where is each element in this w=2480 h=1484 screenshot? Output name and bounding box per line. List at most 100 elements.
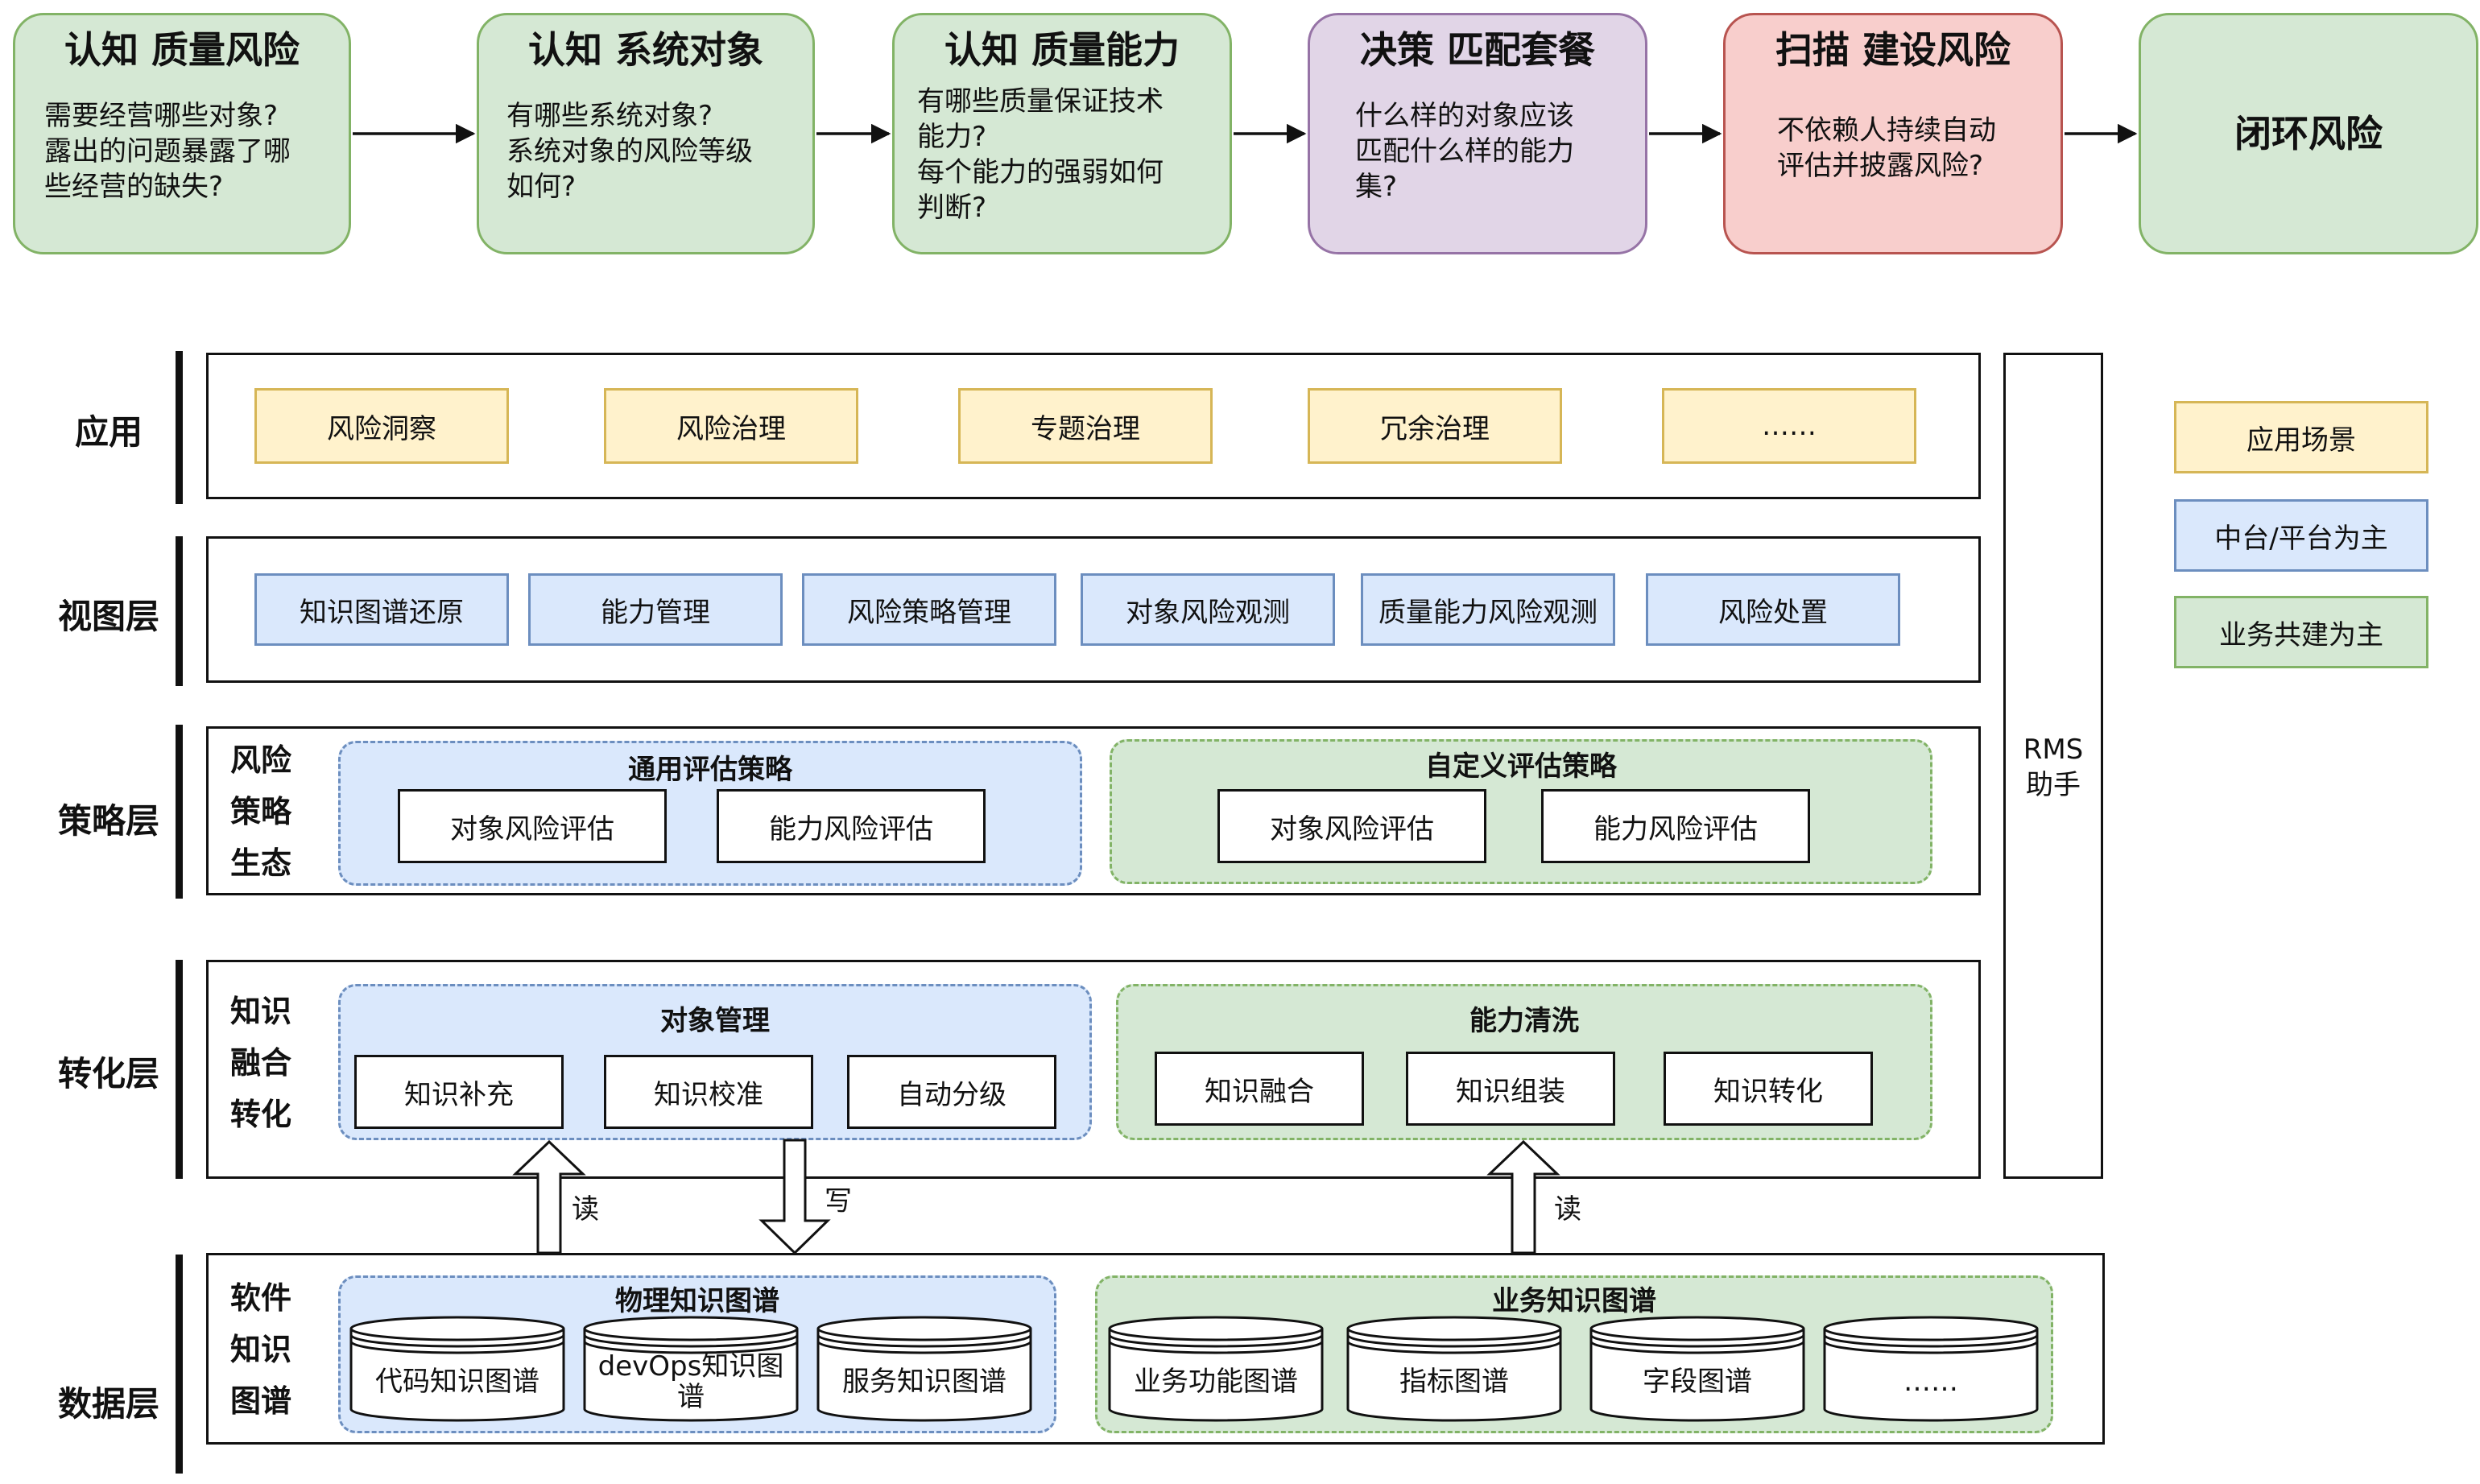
cylinder-field-kg [1589,1316,1805,1422]
side-label-line: 风险 [230,742,292,778]
flow-step-title: 认知 质量能力 [944,28,1180,72]
physical-kg-title: 物理知识图谱 [615,1285,779,1317]
strategy-side-label: 风险 策略 生态 [230,734,291,889]
flow-step-title: 扫描 建设风险 [1775,28,2011,72]
layer-label-app: 应用 [74,412,143,452]
legend-platform: 中台/平台为主 [2174,499,2428,572]
side-label-line: 生态 [230,845,292,881]
view-item-5: 质量能力风险观测 [1361,573,1615,646]
app-item-2: 风险治理 [604,388,858,464]
general-capability-risk-eval: 能力风险评估 [717,789,986,863]
flow-step-title: 闭环风险 [2234,111,2383,155]
flow-arrows [353,123,2138,144]
data-cylinders [349,1316,2039,1422]
view-item-4: 对象风险观测 [1081,573,1335,646]
side-label-line: 软件 [230,1280,292,1316]
flow-step-body: 不依赖人持续自动评估并披露风险? [1726,113,2060,184]
layer-bar-transform [176,960,183,1179]
auto-grading: 自动分级 [847,1055,1056,1129]
text-line: RMS [2023,734,2084,766]
flow-step-2: 认知 系统对象 有哪些系统对象?系统对象的风险等级如何? [477,13,815,254]
write-arrow [758,1139,831,1255]
text-line: 判断? [917,191,987,224]
object-management-title: 对象管理 [660,1005,770,1037]
text-line: 不依赖人持续自动 [1777,114,1996,147]
app-item-1: 风险洞察 [254,388,509,464]
flow-step-body: 需要经营哪些对象?露出的问题暴露了哪些经营的缺失? [15,98,349,205]
text-line: 每个能力的强弱如何 [917,155,1164,188]
text-line: 能力? [917,120,987,153]
text-line: 集? [1355,170,1398,203]
cylinder-metric-kg [1346,1316,1562,1422]
text-line: 谱 [677,1381,705,1413]
cylinder-more [1823,1316,2039,1422]
flow-step-body: 什么样的对象应该匹配什么样的能力集? [1310,98,1645,205]
side-label-line: 策略 [230,794,292,829]
flow-step-4: 决策 匹配套餐 什么样的对象应该匹配什么样的能力集? [1308,13,1647,254]
db-label-field-kg: 字段图谱 [1643,1366,1752,1398]
text-line: 评估并披露风险? [1777,149,1984,182]
layer-label-data: 数据层 [57,1384,159,1424]
side-label-line: 图谱 [230,1383,292,1419]
business-kg-title: 业务知识图谱 [1492,1285,1656,1317]
text-line: 助手 [2026,769,2081,801]
side-label-line: 知识 [230,1332,292,1367]
flow-step-body: 有哪些系统对象?系统对象的风险等级如何? [479,98,812,205]
view-item-6: 风险处置 [1646,573,1900,646]
read-arrow-2 [1486,1139,1560,1255]
flow-step-3: 认知 质量能力 有哪些质量保证技术能力?每个能力的强弱如何判断? [892,13,1232,254]
layer-bar-app [176,351,183,504]
flow-step-5: 扫描 建设风险 不依赖人持续自动评估并披露风险? [1723,13,2063,254]
layer-bar-view [176,536,183,686]
side-label-line: 知识 [230,994,292,1029]
read-write-arrows [512,1139,1560,1255]
db-label-service-kg: 服务知识图谱 [842,1366,1006,1398]
layer-label-strategy: 策略层 [57,801,159,841]
knowledge-fusion: 知识融合 [1155,1052,1364,1126]
side-label-line: 融合 [230,1045,292,1081]
text-line: 匹配什么样的能力 [1355,134,1574,167]
flow-step-6: 闭环风险 [2139,13,2478,254]
cylinder-devops-kg [583,1316,799,1422]
general-object-risk-eval: 对象风险评估 [398,789,667,863]
text-line: 些经营的缺失? [44,170,224,203]
cylinder-service-kg [816,1316,1032,1422]
read-label-1: 读 [572,1193,599,1226]
legend-business: 业务共建为主 [2174,596,2428,668]
view-item-1: 知识图谱还原 [254,573,509,646]
legend-app-scenario: 应用场景 [2174,401,2428,473]
flow-step-title: 认知 系统对象 [527,28,763,72]
layer-bar-data [176,1255,183,1474]
side-label-line: 转化 [230,1097,292,1132]
db-label-more: …… [1903,1366,1958,1398]
text-line: 系统对象的风险等级 [506,134,753,167]
knowledge-conversion: 知识转化 [1664,1052,1873,1126]
text-line: 需要经营哪些对象? [44,99,279,132]
custom-object-risk-eval: 对象风险评估 [1217,789,1486,863]
app-item-3: 专题治理 [958,388,1213,464]
custom-strategy-title: 自定义评估策略 [1425,750,1617,783]
data-side-label: 软件 知识 图谱 [230,1272,291,1427]
read-label-2: 读 [1554,1193,1581,1226]
text-line: 什么样的对象应该 [1355,99,1574,132]
db-label-metric-kg: 指标图谱 [1399,1366,1509,1398]
text-line: 有哪些系统对象? [506,99,713,132]
read-arrow-1 [512,1139,586,1255]
knowledge-assembly: 知识组装 [1406,1052,1615,1126]
layer-bar-strategy [176,725,183,899]
text-line: 有哪些质量保证技术 [917,85,1164,118]
view-item-3: 风险策略管理 [802,573,1056,646]
flow-step-body: 有哪些质量保证技术能力?每个能力的强弱如何判断? [895,84,1230,225]
db-label-business-func-kg: 业务功能图谱 [1134,1366,1298,1398]
knowledge-calibration: 知识校准 [604,1055,813,1129]
layer-label-transform: 转化层 [57,1054,159,1093]
text-line: 如何? [506,170,577,203]
layer-label-view: 视图层 [57,597,159,636]
cylinder-code-kg [349,1316,565,1422]
app-item-4: 冗余治理 [1308,388,1562,464]
db-label-devops-kg: devOps知识图谱 [585,1350,797,1414]
custom-capability-risk-eval: 能力风险评估 [1541,789,1810,863]
text-line: 露出的问题暴露了哪 [44,134,291,167]
